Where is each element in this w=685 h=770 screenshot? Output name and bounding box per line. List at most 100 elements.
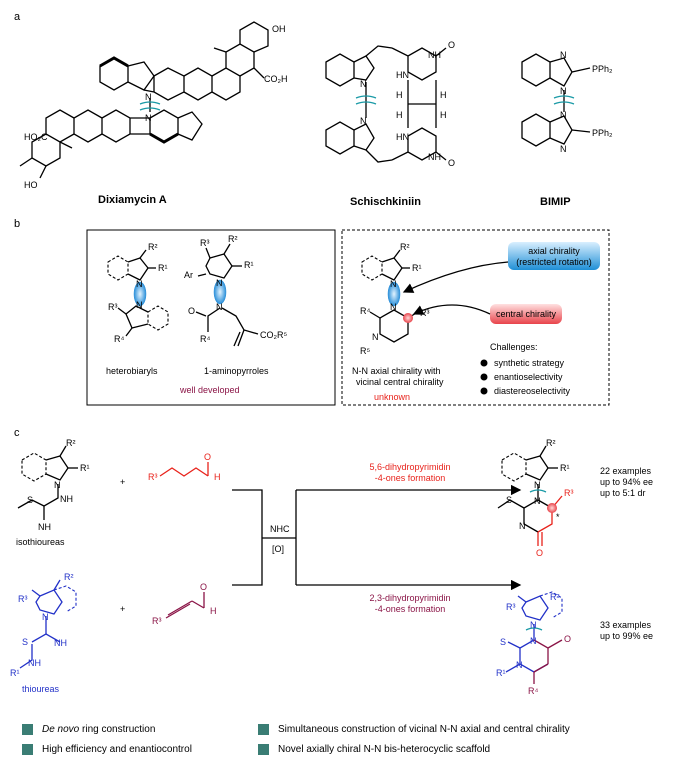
atom-nh: NH: [54, 638, 67, 648]
sub-r4: R⁴: [200, 334, 210, 344]
challenge-1: synthetic strategy: [494, 358, 565, 368]
atom-ho: HO: [24, 180, 38, 190]
product-2-structure: [505, 591, 563, 684]
sub-r2: R²: [66, 438, 76, 448]
compound-name-schischkiniin: Schischkiniin: [350, 196, 421, 208]
result-1-line3: up to 5:1 dr: [600, 488, 646, 498]
ynal-r3: R³: [152, 616, 162, 626]
summary-item-4-text: Novel axially chiral N-N bis-heterocycli…: [278, 744, 491, 755]
atom-h: H: [440, 110, 447, 120]
atom-n: N: [390, 279, 397, 289]
atom-n: N: [390, 302, 397, 312]
stereocenter-dot-icon: [547, 503, 557, 513]
atom-nh: NH: [28, 658, 41, 668]
atom-hn: HN: [396, 132, 409, 142]
sub-r1: R¹: [10, 668, 20, 678]
atom-s: S: [506, 495, 512, 505]
summary-item-2-text: High efficiency and enantiocontrol: [42, 744, 192, 755]
axial-chirality-line2: (restricted rotation): [516, 257, 592, 267]
bullet-square-icon: [258, 724, 269, 735]
route-1-line1: 5,6-dihydropyrimidin: [369, 462, 450, 472]
atom-n: N: [360, 116, 367, 126]
bullet-square-icon: [258, 744, 269, 755]
panel-label-b: b: [14, 218, 20, 230]
atom-n: N: [534, 480, 541, 490]
scheme-figure: a N N OH CO₂H HO₂C HO Dixiamycin A: [10, 11, 653, 696]
atom-o: O: [448, 40, 455, 50]
label-thioureas: thioureas: [22, 684, 60, 694]
enal-r3: R³: [148, 472, 158, 482]
bimip-structure: [521, 53, 591, 147]
enal-h: H: [214, 472, 221, 482]
ynal-structure: [165, 592, 205, 619]
sub-r3: R³: [420, 308, 430, 318]
dixiamycin-a-structure: [19, 21, 269, 179]
sub-r1: R¹: [412, 263, 422, 273]
atom-nh: NH: [428, 50, 441, 60]
bullet-icon: [480, 373, 488, 381]
atom-n: N: [216, 302, 223, 312]
label-heterobiaryls: heterobiaryls: [106, 366, 158, 376]
atom-hn: HN: [396, 70, 409, 80]
atom-pph2: PPh₂: [592, 64, 613, 74]
atom-n: N: [54, 480, 61, 490]
atom-h: H: [440, 90, 447, 100]
bullet-icon: [480, 359, 488, 367]
atom-h: H: [396, 110, 403, 120]
panel-label-c: c: [14, 427, 20, 439]
sub-r2: R²: [400, 242, 410, 252]
route-2-line1: 2,3-dihydropyrimidin: [369, 593, 450, 603]
sub-r4: R⁴: [114, 334, 124, 344]
sub-r1: R¹: [158, 263, 168, 273]
label-aminopyrroles: 1-aminopyrroles: [204, 366, 269, 376]
plus-sign: +: [120, 604, 125, 614]
atom-nh: NH: [428, 152, 441, 162]
atom-n: N: [560, 110, 567, 120]
reaction-bracket: [232, 489, 263, 586]
bullet-square-icon: [22, 724, 33, 735]
sub-r4: R⁴: [360, 306, 370, 316]
atom-h: H: [396, 90, 403, 100]
sub-r1: R¹: [244, 260, 254, 270]
bullet-icon: [480, 387, 488, 395]
schischkiniin-structure: [325, 45, 447, 163]
atom-n: N: [136, 300, 143, 310]
sub-r2: R²: [148, 242, 158, 252]
challenge-3: diastereoselectivity: [494, 386, 571, 396]
atom-o: O: [188, 306, 195, 316]
axis-oval-icon: [387, 281, 401, 307]
well-developed-box: [86, 229, 336, 406]
challenges-title: Challenges:: [490, 342, 538, 352]
sub-r3: R³: [506, 602, 516, 612]
route-1-line2: -4-ones formation: [375, 473, 446, 483]
atom-n: N: [530, 636, 537, 646]
caption-line1: N-N axial chirality with: [352, 366, 441, 376]
result-1-line2: up to 94% ee: [600, 477, 653, 487]
atom-pph2: PPh₂: [592, 128, 613, 138]
product-1-structure: [497, 445, 563, 546]
axis-oval-icon: [213, 279, 227, 305]
sub-r2: R²: [228, 234, 238, 244]
atom-n: N: [560, 50, 567, 60]
stereocenter-dot-icon: [403, 313, 413, 323]
summary-points: De novo ring construction High efficienc…: [0, 722, 685, 770]
summary-item-3-text: Simultaneous construction of vicinal N-N…: [278, 724, 570, 735]
atom-o: O: [564, 634, 571, 644]
arrow-central: [412, 304, 491, 315]
atom-n: N: [519, 521, 526, 531]
sub-ar: Ar: [184, 270, 193, 280]
plus-sign: +: [120, 477, 125, 487]
atom-n: N: [560, 86, 567, 96]
enal-o: O: [204, 452, 211, 462]
atom-n: N: [145, 92, 152, 102]
atom-co2h: CO₂H: [264, 74, 288, 84]
route-2-line2: -4-ones formation: [375, 604, 446, 614]
panel-label-a: a: [14, 11, 21, 23]
atom-n: N: [516, 660, 523, 670]
summary-item-1: De novo ring construction: [22, 724, 155, 735]
sub-r5: R⁵: [360, 346, 370, 356]
compound-name-bimip: BIMIP: [540, 196, 571, 208]
summary-item-3: Simultaneous construction of vicinal N-N…: [258, 724, 570, 735]
ynal-h: H: [210, 606, 217, 616]
challenge-2: enantioselectivity: [494, 372, 563, 382]
